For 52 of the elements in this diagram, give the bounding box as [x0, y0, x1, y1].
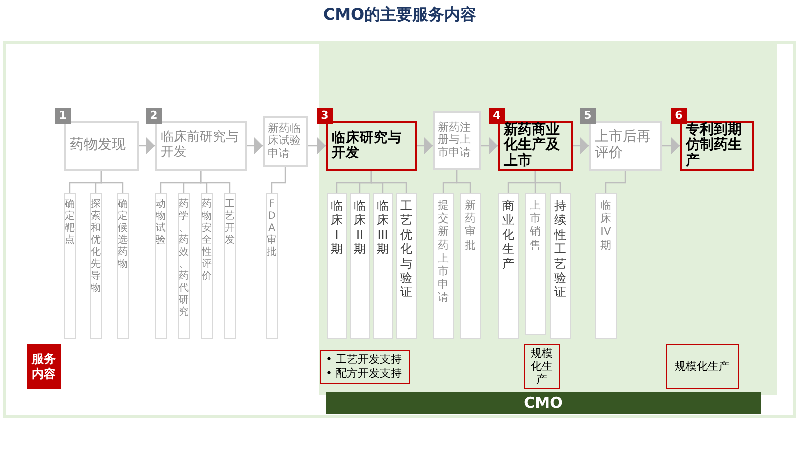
service-box: • 工艺开发支持 • 配方开发支持 — [320, 350, 410, 384]
chevron-arrow — [417, 137, 433, 155]
step-box: 确定靶点 — [64, 193, 76, 339]
step-box: 药学、药效、药代研究 — [178, 193, 190, 339]
connector-line — [271, 167, 286, 193]
connector-line — [370, 171, 408, 193]
step-box: 确定候选药物 — [117, 193, 129, 339]
stage-box: 上市后再评价 — [589, 121, 662, 171]
connector-line — [534, 171, 562, 193]
stage-box: 新药注册与上市申请 — [433, 111, 481, 170]
chevron-arrow — [308, 137, 326, 155]
chevron-arrow — [247, 137, 263, 155]
cmo-bar: CMO — [326, 392, 761, 414]
stage-box: 临床前研究与开发 — [155, 121, 247, 171]
chevron-arrow — [573, 137, 589, 155]
stage-box: 专利到期仿制药生产 — [680, 121, 754, 171]
step-box: 临床II期 — [350, 193, 370, 339]
step-box: 临床III期 — [373, 193, 393, 339]
title: CMO的主要服务内容 — [322, 4, 478, 26]
stage-box: 药物发现 — [64, 121, 139, 171]
step-box: 持续性工艺验证 — [550, 193, 571, 339]
step-number: 4 — [489, 108, 505, 124]
service-box: 规模化生产 — [666, 344, 739, 389]
step-box: FDA审批 — [266, 193, 278, 339]
step-box: 药物安全性评价 — [201, 193, 213, 339]
chevron-arrow — [481, 137, 498, 155]
connector-line — [456, 170, 472, 193]
stage-box: 新药商业化生产及上市 — [498, 121, 573, 171]
connector-line — [605, 171, 626, 193]
step-box: 工艺优化与验证 — [396, 193, 417, 339]
step-box: 动物试验 — [155, 193, 167, 339]
step-box: 探索和优化先导物 — [90, 193, 102, 339]
step-box: 临床IV期 — [595, 193, 617, 339]
step-box: 临床I期 — [327, 193, 347, 339]
step-number: 2 — [146, 108, 162, 124]
connector-line — [200, 171, 231, 193]
chevron-arrow — [139, 137, 155, 155]
step-number: 3 — [317, 108, 333, 124]
step-box: 新药审批 — [460, 193, 481, 339]
service-box: 规模化生产 — [524, 344, 560, 389]
connector-line — [100, 171, 124, 193]
step-box: 商业化生产 — [498, 193, 519, 339]
step-box: 上市销售 — [525, 193, 546, 335]
step-number: 1 — [55, 108, 71, 124]
stage-box: 新药临床试验申请 — [263, 116, 308, 167]
step-box: 工艺开发 — [224, 193, 236, 339]
section-label: 服务内容 — [27, 344, 61, 389]
step-box: 提交新药上市申请 — [433, 193, 454, 339]
step-number: 5 — [580, 108, 596, 124]
stage-box: 临床研究与开发 — [326, 121, 417, 171]
chevron-arrow — [662, 137, 680, 155]
step-number: 6 — [671, 108, 687, 124]
